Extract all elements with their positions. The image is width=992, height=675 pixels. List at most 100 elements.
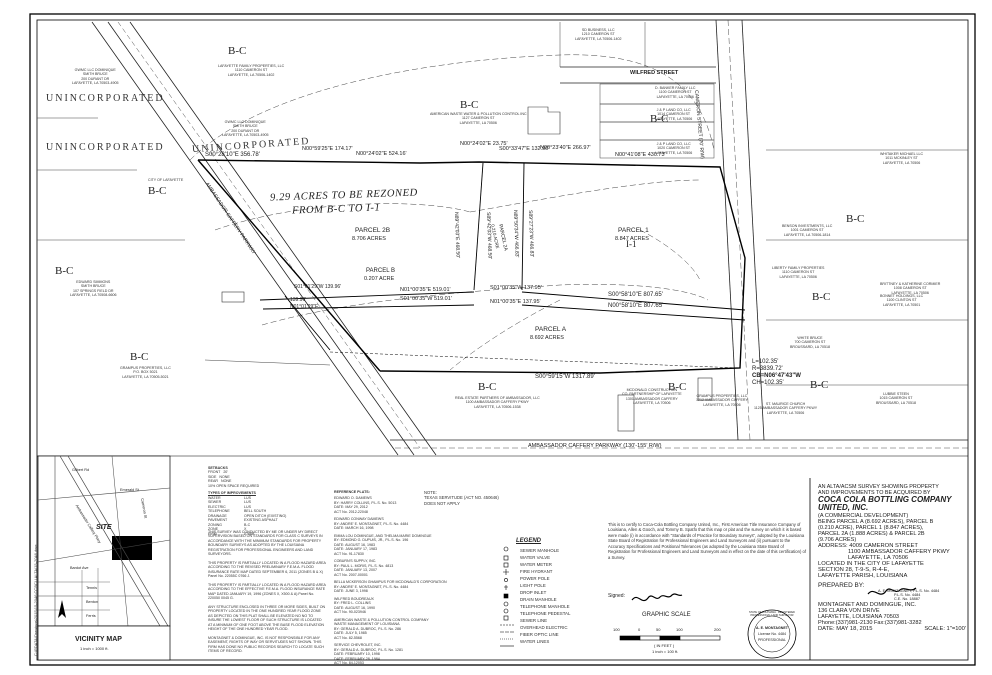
title-firm-address: 136 CLARA VON DRIVE: [818, 607, 880, 614]
curve-chord-bearing: CB=N06°47'43"W: [752, 373, 801, 379]
bearing-17: S00°59'15"W 1317.89': [535, 374, 595, 380]
servitude-note: NOTE: TEXAS SERVITUDE (ACT NO. 450646) D…: [424, 490, 499, 506]
title-line: AN ALTA/ACSM SURVEY SHOWING PROPERTY: [818, 484, 939, 490]
parcel-1-name: PARCEL 1: [618, 227, 649, 234]
title-scale: SCALE: 1"=100': [924, 625, 966, 632]
bearing-15: 139.96': [290, 297, 307, 303]
preparer-signature: [867, 587, 917, 595]
vicinity-road-label: Ferris: [86, 614, 96, 618]
title-prepared-by: PREPARED BY:: [818, 581, 865, 589]
zone-label-bc-1: B-C: [228, 45, 247, 57]
legend-item: FIBER OPTIC LINE: [520, 632, 559, 637]
title-line: AND IMPROVEMENTS TO BE ACQUIRED BY: [818, 490, 931, 496]
zoning-boundary-dashed: [189, 54, 715, 371]
parcel-2b-name: PARCEL 2B: [355, 227, 391, 234]
north-arrow-icon: [58, 600, 66, 618]
title-firm: MONTAGNET AND DOMINGUE, INC.: [818, 601, 917, 608]
legend-item: SEWER MANHOLE: [520, 548, 560, 553]
reference-item: EMMA LOU DOMINGUE, AND THELMA MARIE DOMI…: [334, 533, 432, 556]
vicinity-road-label: Gilbert Rd: [72, 468, 90, 472]
title-address: 1100 AMBASSADOR CAFFERY PKWY: [848, 548, 950, 555]
reference-item: AMERICAN WASTE & POLLUTION CONTROL COMPA…: [334, 617, 429, 640]
legend-item: TELEPHONE PEDESTAL: [520, 611, 571, 616]
bearing-10: S01°00'35"W 519.01': [400, 296, 452, 302]
legend-item: TELEPHONE MANHOLE: [520, 604, 570, 609]
reference-item: BELLA MCKERSON GHAMPUS FOR MCDONALD'S CO…: [334, 580, 447, 594]
title-location: SECTION 28, T-9-S, R-4-E,: [818, 566, 890, 573]
bearing-6: N00°23'40"E 266.97': [540, 145, 591, 151]
title-phone: Phone:(337)981-2130 Fax:(337)981-3282: [818, 619, 922, 626]
bearing-12: S00°58'10"E 807.65': [608, 292, 663, 298]
graphic-scale-ratio: 1 inch = 100 ft.: [652, 649, 679, 654]
cameron-street-road: [715, 19, 765, 441]
reference-item: WILFRED BOUDREAUX BY: FRED L. COLLINS DA…: [334, 596, 376, 615]
survey-note: THIS PROPERTY IS PARTIALLY LOCATED IN A …: [208, 560, 326, 579]
legend-symbols: [500, 546, 514, 647]
title-block: AN ALTA/ACSM SURVEY SHOWING PROPERTY AND…: [818, 484, 966, 632]
adjoining-lot-lines: [37, 22, 968, 386]
owner-label: SD BUSINESS, LLC 1210 CAMERON ST LAFAYET…: [575, 28, 622, 41]
bearing-v3: N89°50'34"W 466.83': [512, 209, 520, 258]
legend-item: LIGHT POLE: [520, 583, 546, 588]
ambassador-caffery-road: [91, 21, 437, 456]
title-location: LOCATED IN THE CITY OF LAFAYETTE: [818, 560, 924, 567]
zone-label-i1: I-1: [626, 239, 637, 249]
zone-label-bc-2: B-C: [460, 99, 479, 111]
owner-label: MCDONALD CONSTRUCTION CO. PARTNERSHIP OF…: [622, 388, 682, 406]
owner-label: J & P LAND CO, LLC 1014 CAMERON ST LAFAY…: [655, 108, 693, 121]
owner-label: REAL ESTATE PARTNERS OF AMBASSADOR, LLC …: [455, 396, 540, 409]
title-date: DATE: MAY 18, 2015: [818, 625, 873, 632]
seal-name: A. E. MONTAGNET: [756, 626, 788, 630]
owner-label: GWMC LLC DOMINIQUE SMITH BRUCE 200 DURAN…: [72, 68, 119, 86]
legend-item: POWER POLE: [520, 576, 550, 581]
parcel-1-acres: 8.847 ACRES: [615, 236, 649, 242]
survey-note: MONTAGNET & DOMINGUE, INC. IS NOT RESPON…: [208, 635, 325, 654]
unincorporated-label-2: UNINCORPORATED: [46, 142, 165, 153]
bearing-1: S00°28'10"E 356.78': [205, 152, 260, 158]
vicinity-road-label: Benton: [86, 600, 99, 604]
legend-title: LEGEND: [516, 538, 542, 544]
title-firm-address: LAFAYETTE, LOUISIANA 70503: [818, 613, 900, 620]
scale-tick: 100: [676, 627, 683, 632]
setbacks-table: SETBACKS FRONT 20' SIDE NONE REAR NONE 1…: [208, 466, 298, 536]
survey-notes: THIS SURVEY WAS CONDUCTED BY ME OR UNDER…: [208, 530, 326, 654]
zone-label-bc-8: B-C: [668, 381, 687, 393]
bearing-v1: N89°42'03"E 468.50': [453, 211, 461, 259]
vicinity-map-scale: 1 inch = 1000 ft.: [80, 646, 109, 651]
graphic-scale-title: GRAPHIC SCALE: [642, 612, 691, 618]
owner-label: GRAMPUS PROPERTIES, LLC 1212 AMBASSADOR …: [696, 394, 748, 407]
title-surveyor: A. E. MONTAGNET, P.L.S. No. 4484: [878, 588, 940, 593]
scale-tick: 0: [638, 627, 641, 632]
title-date-scale-row: DATE: MAY 18, 2015 SCALE: 1"=100': [818, 626, 966, 632]
zone-label-bc-5: B-C: [55, 265, 74, 277]
owner-label: AMERICAN WASTE WATER & POLLUTION CONTROL…: [430, 112, 527, 125]
parcel-b-acres: 0.207 ACRE: [364, 276, 395, 282]
bearing-16: N01°01'29"E: [290, 304, 319, 310]
seal-ring-text: STATE OF LOUISIANA · REGISTERED PROFESSI…: [749, 611, 795, 617]
ambassador-parkway-south: [390, 439, 968, 449]
reference-item: COBURN'S SUPPLY, INC. BY: PAUL L. MORIS,…: [334, 559, 394, 577]
legend-item: SEWER LINE: [520, 618, 548, 623]
title-line: (0.210 ACRE), PARCEL 1 (8.847 ACRES),: [818, 524, 924, 531]
reference-title: REFERENCE PLATS:: [334, 490, 370, 494]
curve-radius: R=3839.72': [752, 366, 783, 372]
bearing-14: S01°01'29"W 139.96': [294, 284, 342, 290]
sheet-border-inner: [36, 19, 969, 661]
legend-item: WATER VALVE: [520, 555, 551, 560]
existing-buildings: [221, 106, 713, 432]
wilfred-street-road: [560, 66, 716, 84]
title-address: LAFAYETTE, LA 70506: [848, 554, 909, 561]
reference-plats: REFERENCE PLATS: EDWARD O. DAMEWS BY: HA…: [334, 490, 447, 665]
legend-item: WATER METER: [520, 562, 552, 567]
parcel-2b-acres: 8.706 ACRES: [352, 236, 386, 242]
bearing-9: N01°00'35"E 519.01': [400, 287, 451, 293]
legend-item: DROP INLET: [520, 590, 547, 595]
curve-chord: CH=102.35': [752, 380, 784, 386]
scale-tick: 100: [613, 627, 620, 632]
curve-length: L=102.35': [752, 359, 779, 365]
scale-tick: 200: [714, 627, 721, 632]
